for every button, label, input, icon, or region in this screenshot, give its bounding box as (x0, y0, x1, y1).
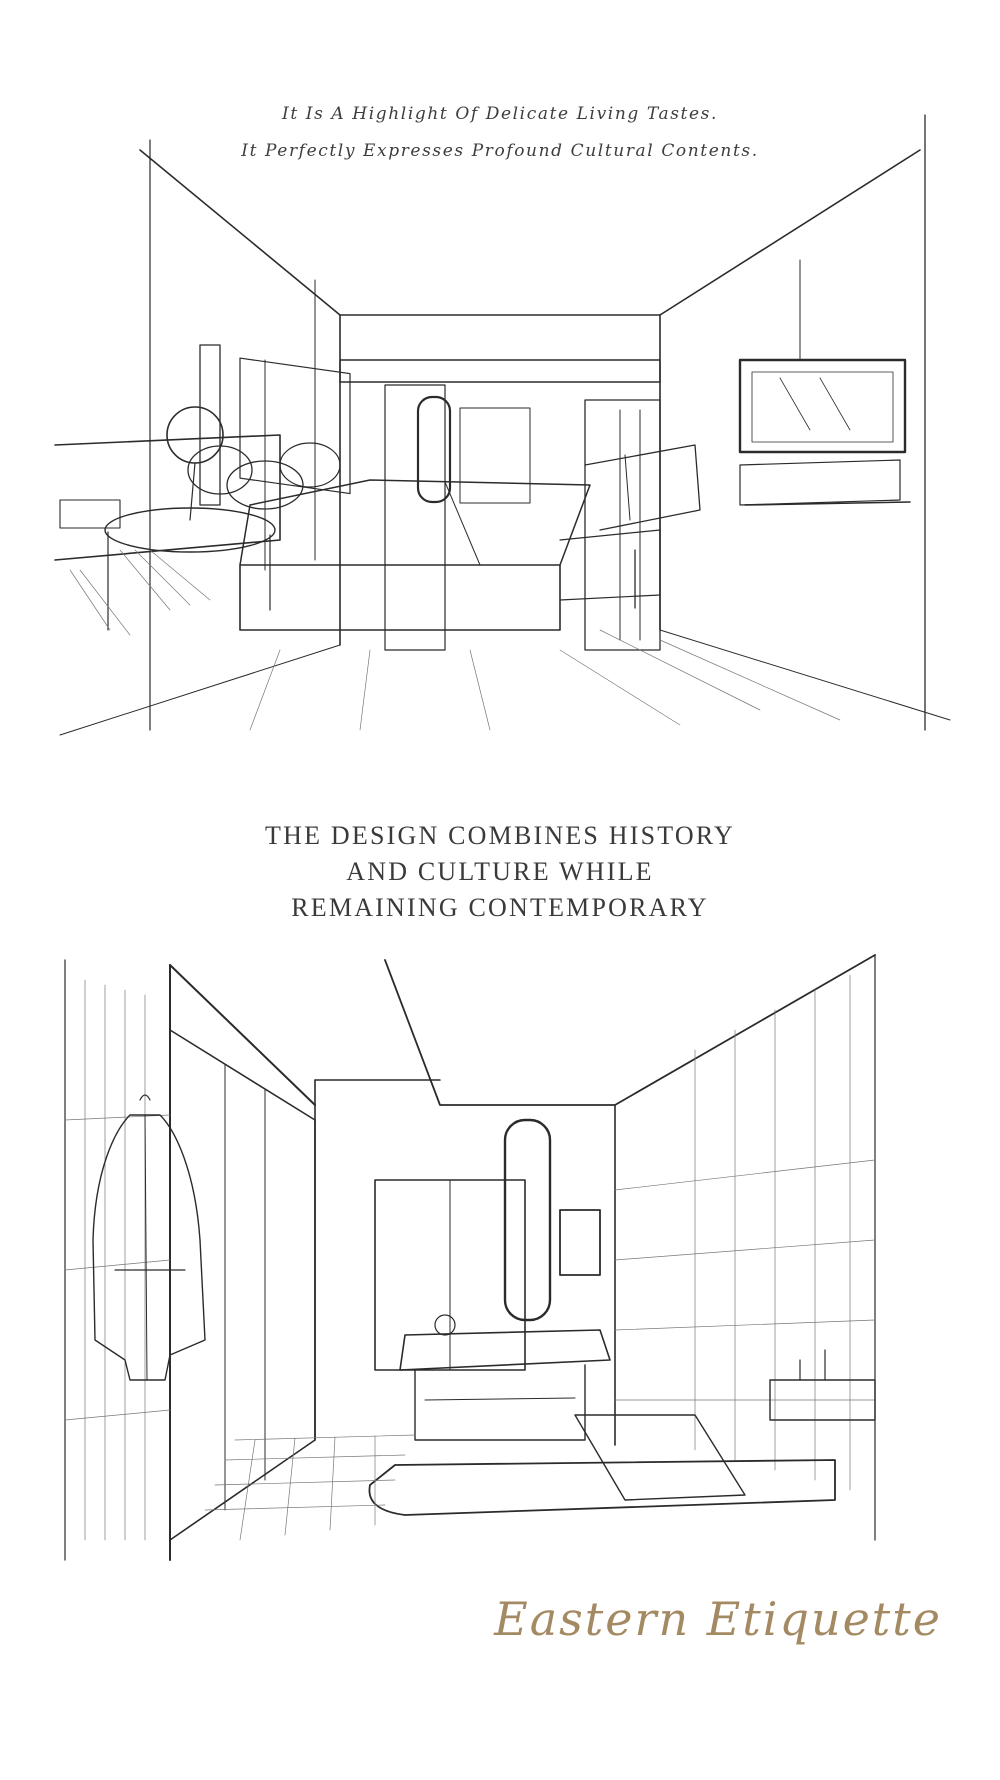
bedroom-sketch (54, 114, 951, 736)
intro-line-2: It Perfectly Expresses Profound Cultural… (241, 141, 759, 161)
heading-line-2: AND CULTURE WHILE (346, 857, 654, 886)
signature: Eastern Etiquette (494, 1592, 942, 1646)
heading-line-1: THE DESIGN COMBINES HISTORY (265, 821, 735, 850)
intro-line-1: It Is A Highlight Of Delicate Living Tas… (282, 104, 718, 124)
bathroom-sketch (64, 954, 876, 1561)
heading-line-3: REMAINING CONTEMPORARY (291, 893, 709, 922)
